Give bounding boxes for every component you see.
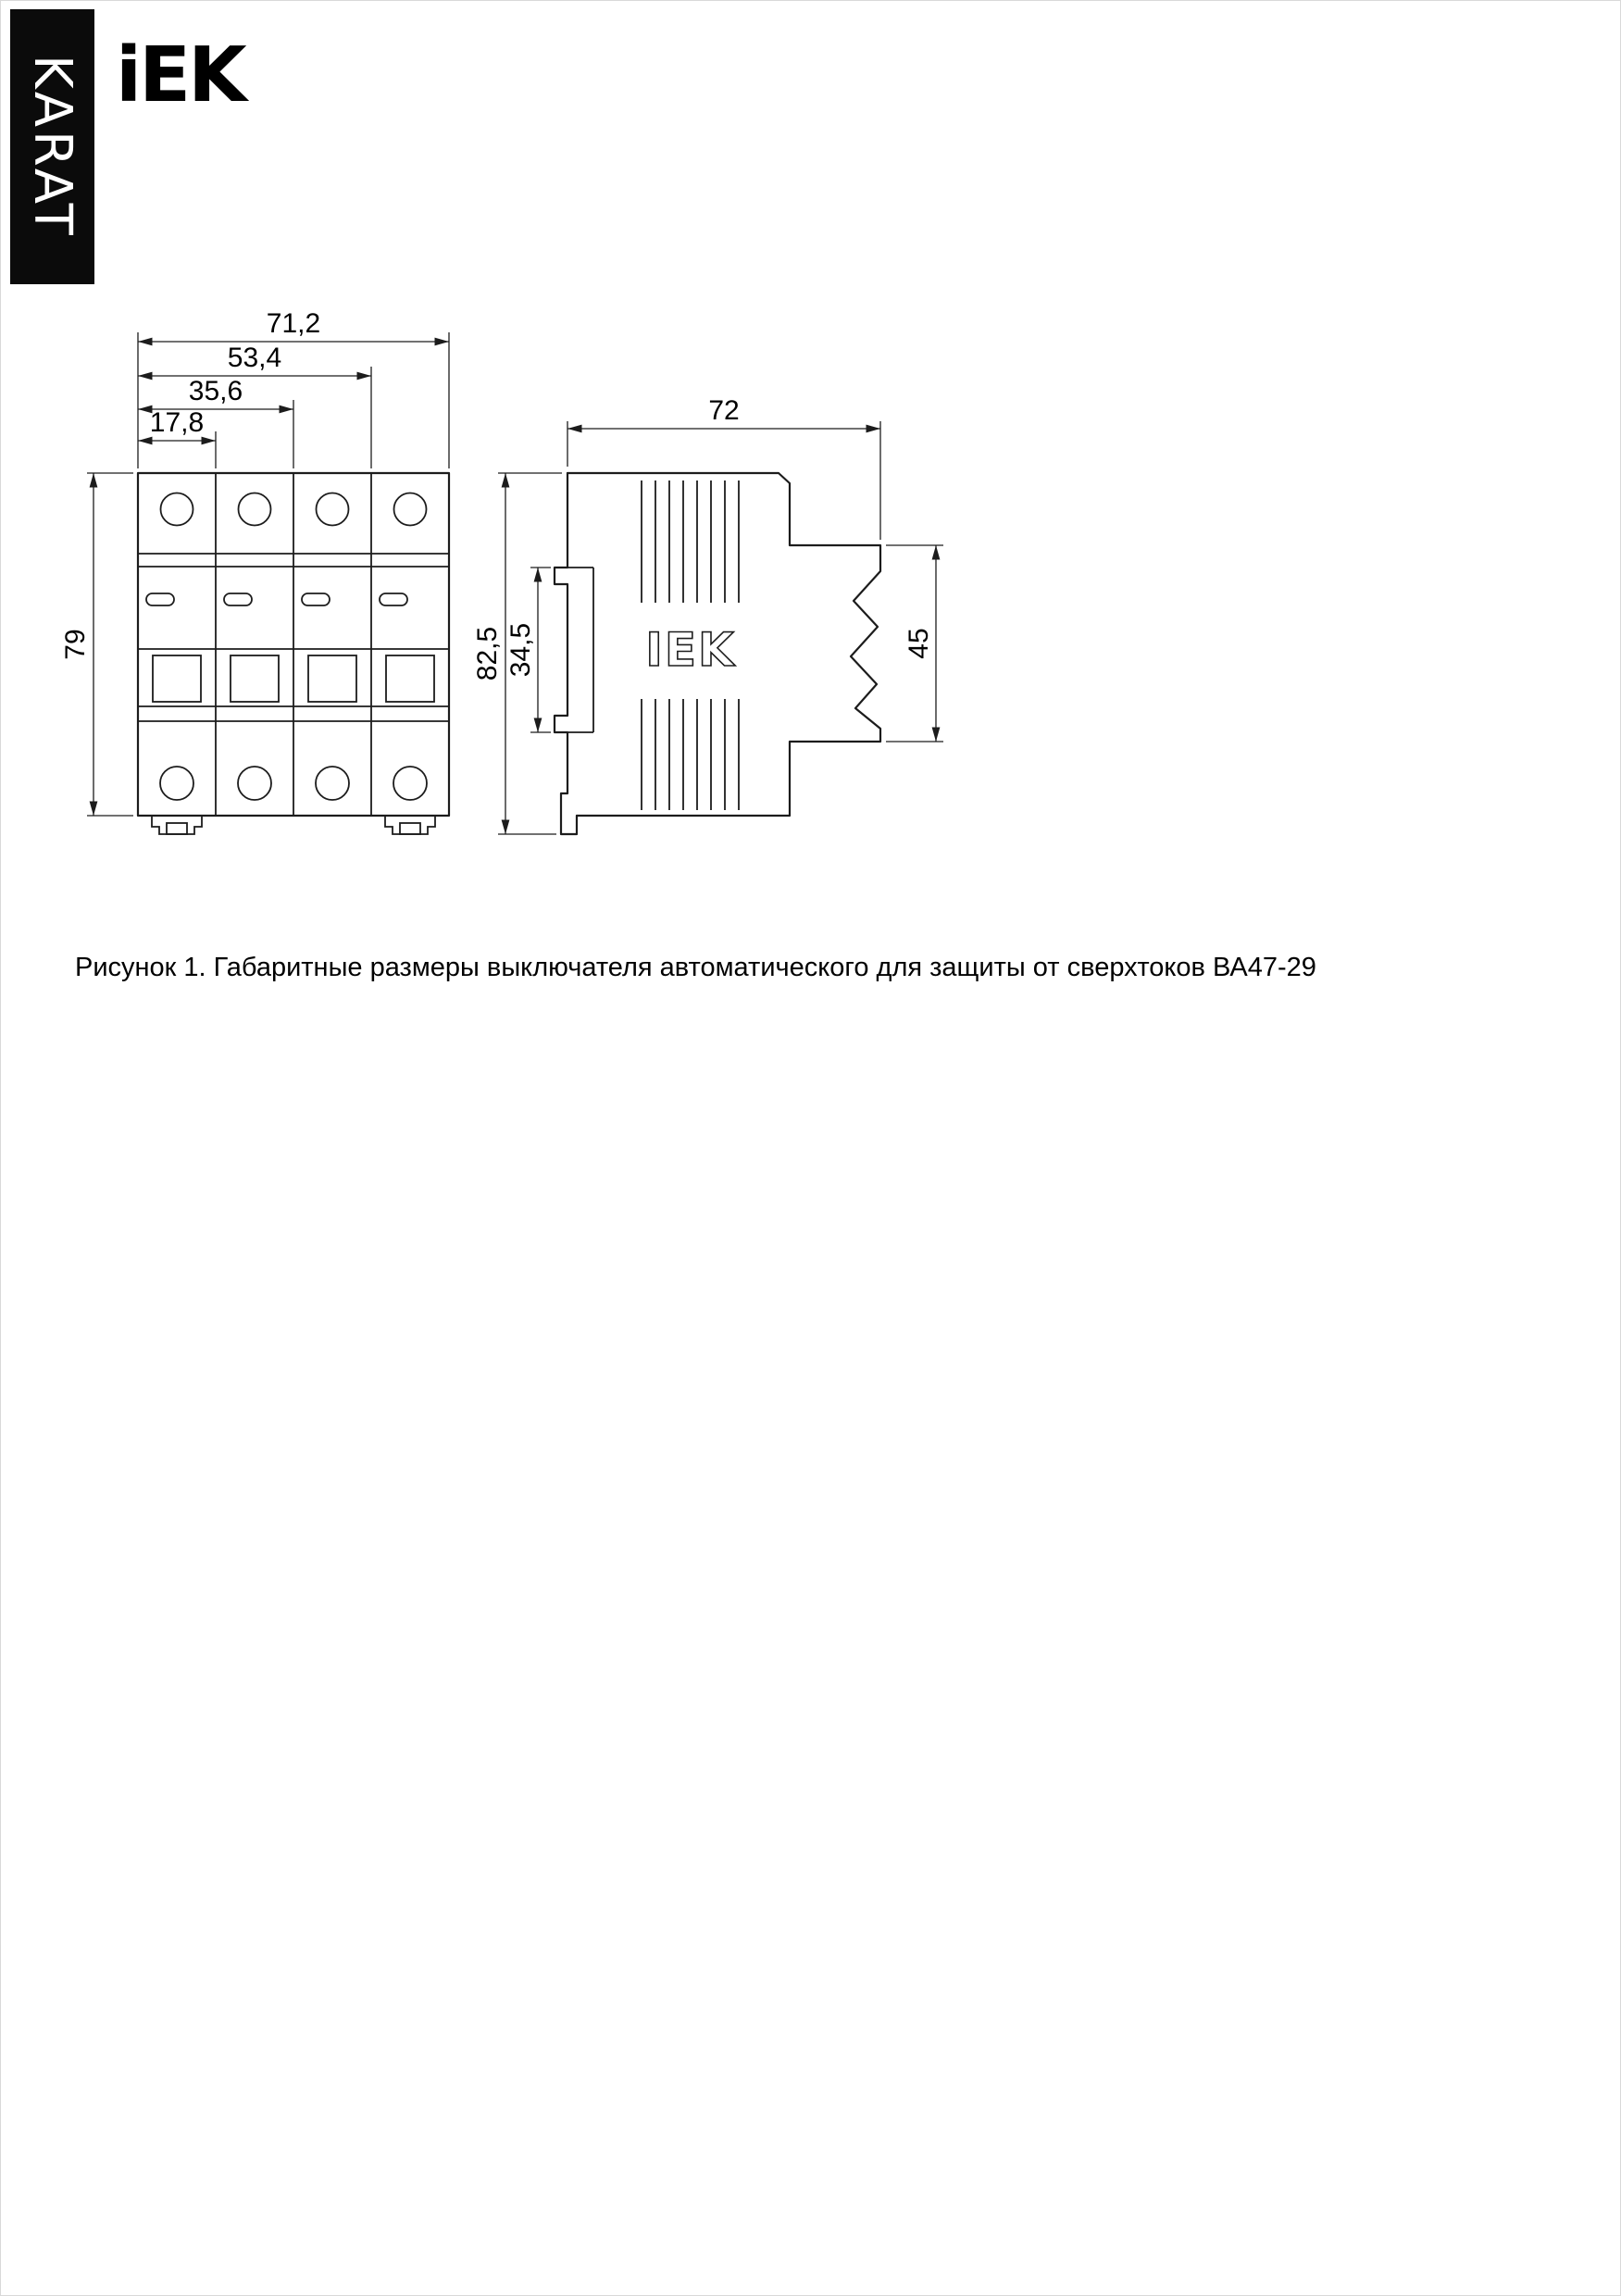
marking-windows [145,593,408,606]
side-body-outline [566,471,882,817]
dim-two-modules: 35,6 [138,376,293,414]
side-view: IEK [553,471,882,836]
toggle-handles [152,655,435,703]
karat-series-banner: KARAT [10,9,94,284]
ventilation-ribs-bottom [641,699,740,810]
side-view-dimensions: 72 82,5 34,5 45 [472,395,943,835]
dim-label-72: 72 [708,395,739,426]
dim-label-34-5: 34,5 [505,623,536,677]
dim-front-height: 79 [60,473,98,816]
dim-label-45: 45 [904,628,934,658]
dim-label-71-2: 71,2 [267,308,320,339]
dim-one-module: 17,8 [138,407,216,445]
ventilation-ribs-top [641,480,740,603]
dim-label-53-4: 53,4 [228,343,281,373]
top-terminal-screws [159,492,428,527]
karat-series-label: KARAT [22,55,82,239]
module-divider-lines [215,473,372,816]
dim-label-35-6: 35,6 [189,376,243,406]
front-view [136,471,451,835]
dim-label-79: 79 [60,629,91,659]
dim-total-width: 71,2 [138,308,449,346]
side-din-rail-profile [553,471,579,836]
extension-lines-front [87,332,450,817]
dim-front-face: 45 [904,545,941,742]
technical-drawing: 71,2 53,4 35,6 17,8 79 [60,308,943,836]
dim-label-82-5: 82,5 [472,627,503,680]
dim-label-17-8: 17,8 [150,407,204,438]
dim-rail-recess: 34,5 [505,568,542,732]
dim-total-height: 82,5 [472,473,510,834]
bottom-terminal-screws [159,766,428,801]
front-face-lines [138,553,449,722]
figure-caption: Рисунок 1. Габаритные размеры выключател… [75,953,1316,982]
din-rail-clips [151,816,436,835]
dim-three-modules: 53,4 [138,343,371,381]
iek-logo: iEK [116,31,247,119]
front-view-dimensions: 71,2 53,4 35,6 17,8 79 [60,308,450,817]
din-channel-inner-lines [567,567,594,733]
dim-depth: 72 [567,395,880,433]
device-side-logo: IEK [645,623,736,677]
